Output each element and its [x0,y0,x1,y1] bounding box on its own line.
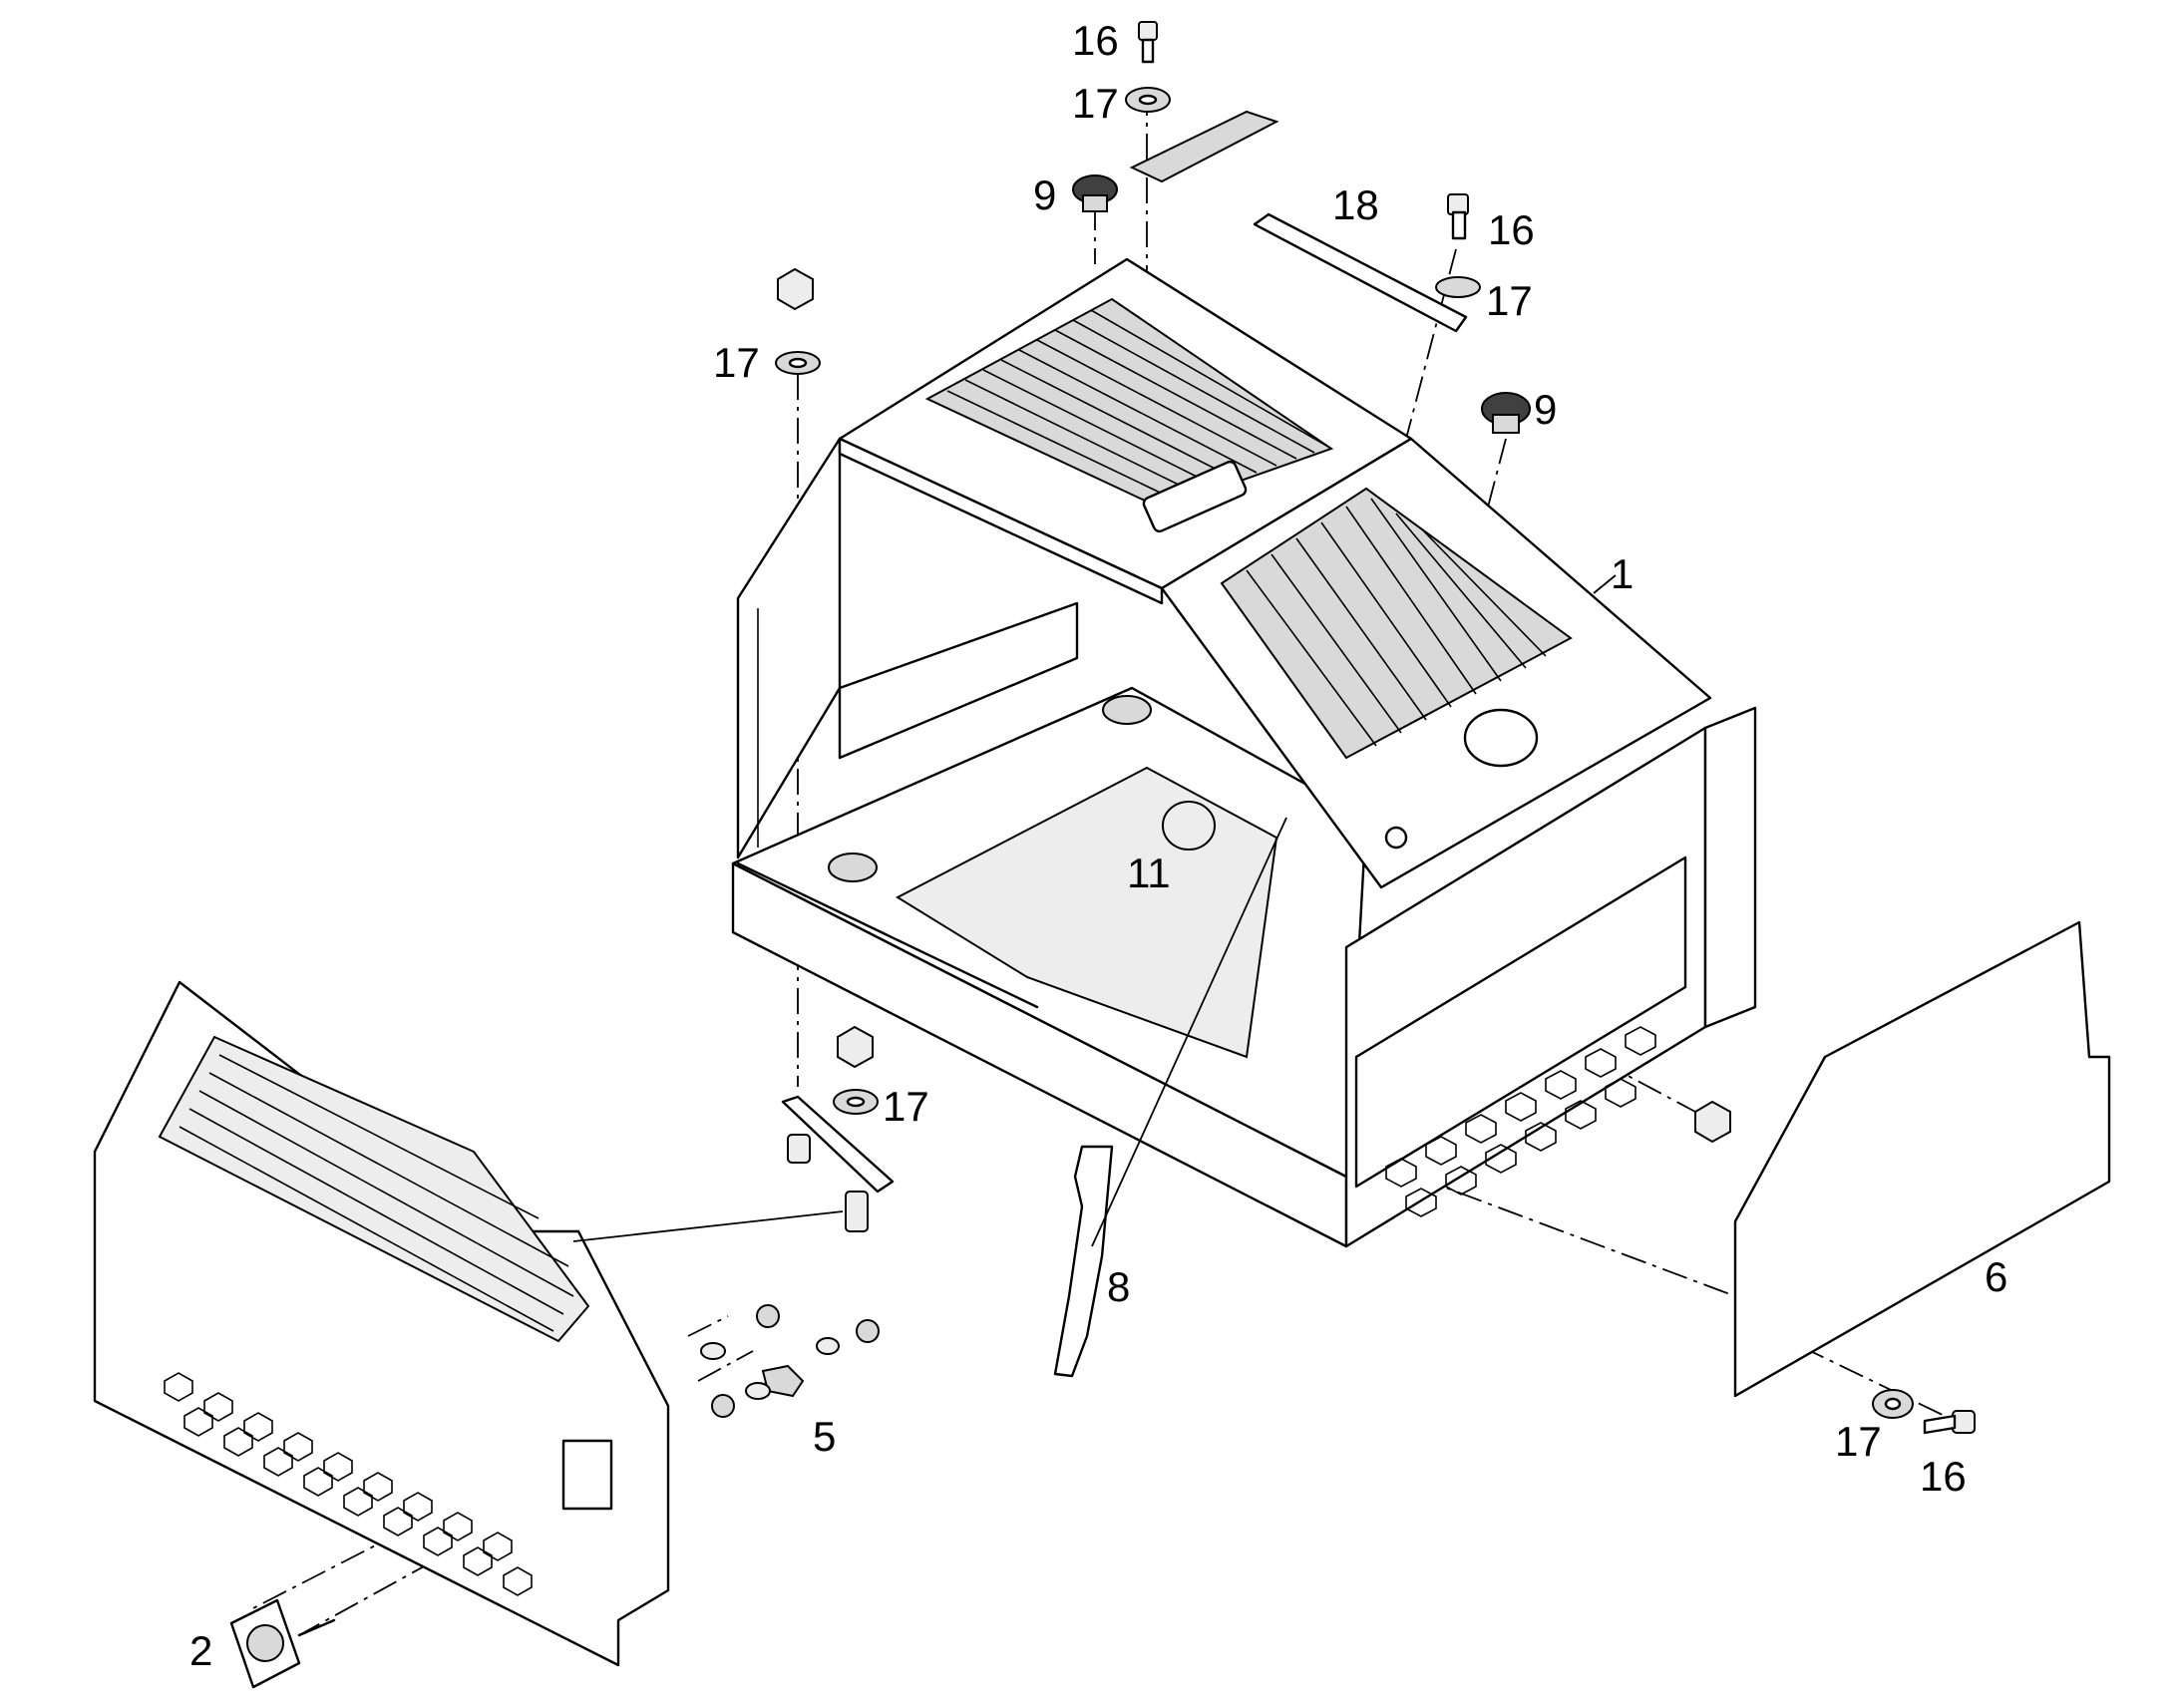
label-item-5: 5 [813,1413,836,1460]
left-side-panel [93,980,670,1667]
side-panel-grille-slats [179,1054,574,1332]
label-item-2: 2 [189,1627,212,1674]
label-item-18: 18 [1332,181,1379,228]
hardware-part-5 [700,1304,880,1418]
label-item-17-left: 17 [713,339,760,386]
label-item-17-middle: 17 [883,1083,929,1130]
front-vent-holes [1385,1026,1656,1217]
right-grille-slats [1246,498,1547,747]
side-panel-vent-holes [164,1372,533,1596]
label-item-17-right: 17 [1486,277,1533,324]
latch-part-2 [229,1598,336,1689]
label-item-6: 6 [1985,1253,2007,1300]
label-item-9-upper: 9 [1033,171,1056,218]
label-item-16-right: 16 [1488,206,1535,253]
label-item-17-bottom: 17 [1835,1418,1882,1465]
label-item-9-right: 9 [1534,386,1557,433]
strap-part-18 [1253,212,1468,333]
plug-part-11 [1162,801,1216,851]
left-grille-slats [946,309,1329,502]
label-item-17-top: 17 [1072,80,1119,127]
fasteners [572,21,1976,1435]
cover-plate-part-6 [1733,920,2111,1398]
top-vent-grille [1129,110,1279,183]
bracket-part-8 [1053,817,1287,1378]
label-item-1: 1 [1611,550,1634,597]
callout-labels: 1 2 5 6 8 9 9 11 16 16 16 17 17 17 17 17… [189,17,2007,1674]
label-item-16-top: 16 [1072,17,1119,64]
label-item-11: 11 [1127,850,1171,896]
label-item-8: 8 [1107,1263,1130,1310]
label-item-16-bottom: 16 [1920,1453,1967,1500]
